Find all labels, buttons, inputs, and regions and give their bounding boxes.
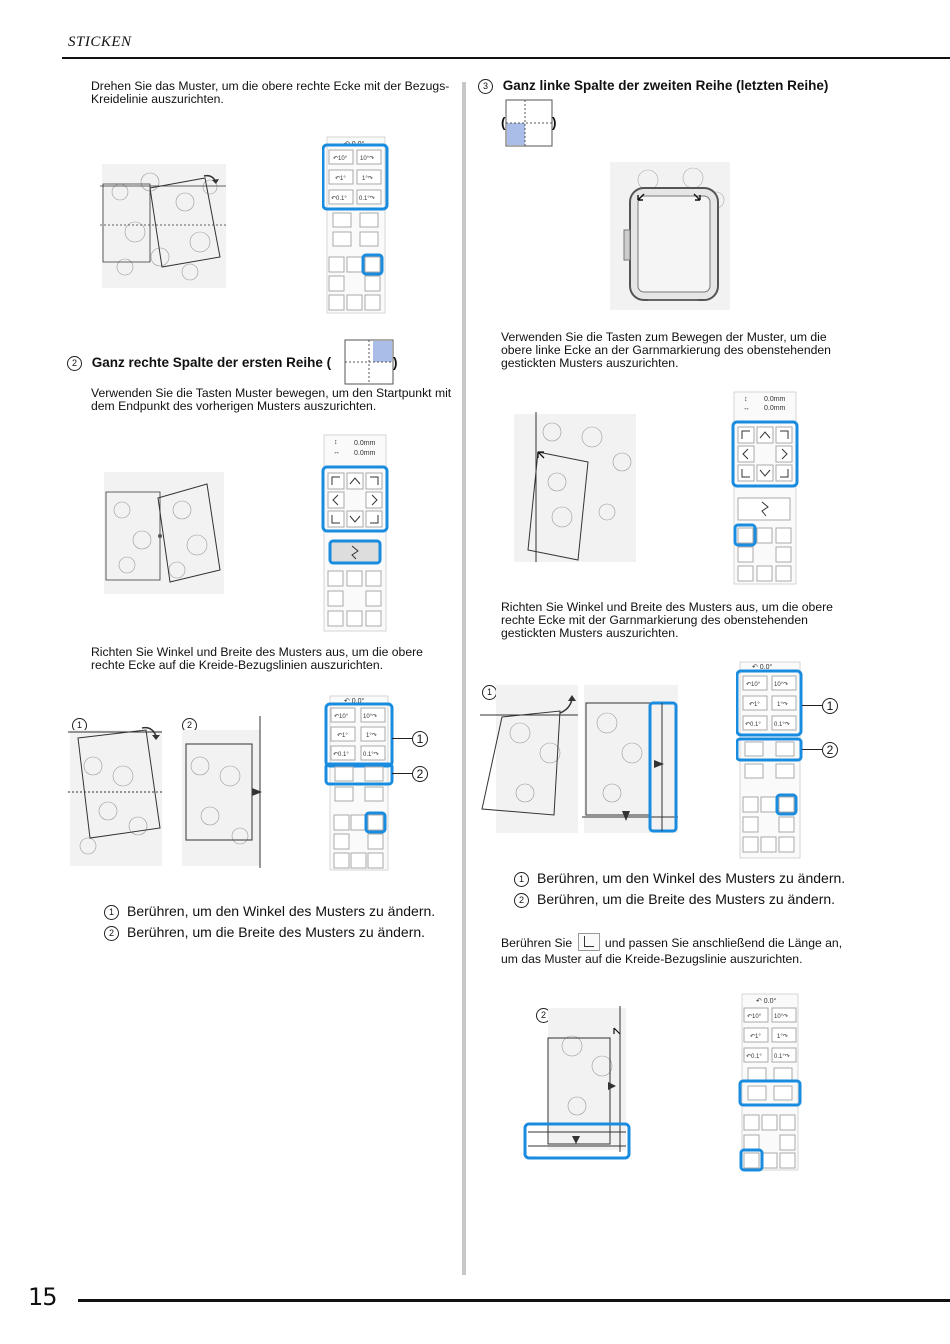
intro-text: Drehen Sie das Muster, um die obere rech… (91, 79, 450, 106)
svg-text:↶ 0.0°: ↶ 0.0° (344, 697, 365, 705)
svg-text:↶0.1°: ↶0.1° (745, 721, 761, 728)
svg-text:↶1°: ↶1° (335, 175, 346, 182)
angle-adjust-illustration (480, 685, 578, 833)
rotate-pattern-illustration (100, 164, 226, 288)
step3-paren-open: ( (501, 115, 506, 130)
svg-text:1°↷: 1°↷ (777, 1033, 788, 1040)
svg-text:0.1°↷: 0.1°↷ (363, 751, 379, 758)
move-pattern-illustration (514, 412, 636, 562)
step3-title: Ganz linke Spalte der zweiten Reihe (let… (502, 78, 829, 93)
header-rule (62, 57, 950, 59)
grid-position-icon (505, 99, 553, 147)
svg-text:↶0.1°: ↶0.1° (746, 1053, 762, 1060)
callout-line (802, 749, 822, 750)
length-key-panel: ↶ 0.0° ↶10° 10°↷ ↶1° 1°↷ ↶0.1° 0.1°↷ (738, 993, 802, 1172)
svg-text:↶1°: ↶1° (749, 701, 760, 708)
callout-line (392, 738, 412, 739)
step-number-badge: 2 (67, 356, 82, 371)
svg-text:↔: ↔ (743, 405, 750, 412)
step2-heading: 2 Ganz rechte Spalte der ersten Reihe ( (67, 355, 331, 371)
step-number-badge: 3 (478, 79, 493, 94)
callout-line (802, 705, 822, 706)
svg-text:10°↷: 10°↷ (360, 155, 374, 162)
angle-width-key-panel: ↶ 0.0° ↶10° 10°↷ ↶1° 1°↷ ↶0.1° 0.1°↷ (736, 661, 803, 859)
svg-text:10°↷: 10°↷ (774, 1013, 788, 1020)
svg-text:1°↷: 1°↷ (366, 732, 377, 739)
move-key-panel: ↕ 0.0mm ↔ 0.0mm (321, 434, 389, 632)
step3-heading: 3 Ganz linke Spalte der zweiten Reihe (l… (478, 78, 828, 94)
step2-title: Ganz rechte Spalte der ersten Reihe ( (91, 355, 332, 370)
callout-1: 1 (822, 698, 838, 714)
svg-text:0.1°↷: 0.1°↷ (774, 1053, 790, 1060)
svg-text:10°↷: 10°↷ (363, 713, 377, 720)
svg-text:↶10°: ↶10° (333, 155, 348, 162)
step2-text: Verwenden Sie die Tasten Muster bewegen,… (91, 386, 452, 413)
svg-text:0.1°↷: 0.1°↷ (774, 721, 790, 728)
align-text: Richten Sie Winkel und Breite des Muster… (91, 645, 423, 672)
column-divider (462, 82, 466, 1275)
move-readout-h: 0.0mm (354, 450, 376, 457)
callout-line (392, 773, 412, 774)
width-adjust-illustration (582, 685, 678, 833)
callout-1: 1 (412, 731, 428, 747)
move-pattern-illustration (104, 472, 224, 594)
embroidery-hoop-illustration (610, 162, 730, 310)
angle-key-panel: ↶ 0.0° ↶10° 10°↷ ↶1° 1°↷ ↶0.1° 0.1°↷ (322, 136, 389, 314)
move-readout-v: 0.0mm (354, 440, 376, 447)
callout-2: 2 (412, 766, 428, 782)
step3-paren-close: ) (552, 115, 557, 130)
callout-2: 2 (822, 742, 838, 758)
move-key-panel: ↕ 0.0mm ↔ 0.0mm (731, 391, 799, 585)
svg-text:0.0mm: 0.0mm (764, 405, 786, 412)
svg-text:↕: ↕ (744, 396, 748, 403)
svg-text:↶ 0.0°: ↶ 0.0° (752, 663, 773, 671)
svg-text:↶0.1°: ↶0.1° (331, 195, 347, 202)
angle-width-key-panel: ↶ 0.0° ↶10° 10°↷ ↶1° 1°↷ ↶0.1° 0.1°↷ (324, 695, 394, 871)
svg-text:0.1°↷: 0.1°↷ (359, 195, 375, 202)
svg-text:↶ 0.0°: ↶ 0.0° (756, 997, 777, 1005)
page-number: 15 (28, 1283, 58, 1311)
move-text: Verwenden Sie die Tasten zum Bewegen der… (501, 330, 831, 370)
svg-text:0.0mm: 0.0mm (764, 396, 786, 403)
svg-text:↶10°: ↶10° (334, 713, 349, 720)
svg-text:↶0.1°: ↶0.1° (333, 751, 349, 758)
final-instruction: Berühren Sie und passen Sie anschließend… (501, 933, 871, 967)
svg-text:10°↷: 10°↷ (774, 681, 788, 688)
svg-text:↶1°: ↶1° (750, 1033, 761, 1040)
svg-text:1°↷: 1°↷ (777, 701, 788, 708)
svg-text:↶1°: ↶1° (337, 732, 348, 739)
svg-text:1°↷: 1°↷ (362, 175, 373, 182)
section-title: STICKEN (68, 34, 132, 50)
align-text-right: Richten Sie Winkel und Breite des Muster… (501, 600, 833, 640)
step2-title-end: ) (393, 355, 398, 370)
length-key-icon (577, 933, 600, 951)
svg-text:↶10°: ↶10° (747, 1013, 762, 1020)
width-adjust-illustration (182, 716, 262, 868)
angle-adjust-illustration (68, 726, 162, 866)
length-adjust-illustration (523, 1006, 631, 1160)
svg-text:↶10°: ↶10° (746, 681, 761, 688)
svg-text:↕: ↕ (334, 439, 338, 446)
footer-rule (78, 1299, 950, 1302)
svg-text:↔: ↔ (333, 449, 340, 456)
grid-position-icon (344, 339, 394, 385)
